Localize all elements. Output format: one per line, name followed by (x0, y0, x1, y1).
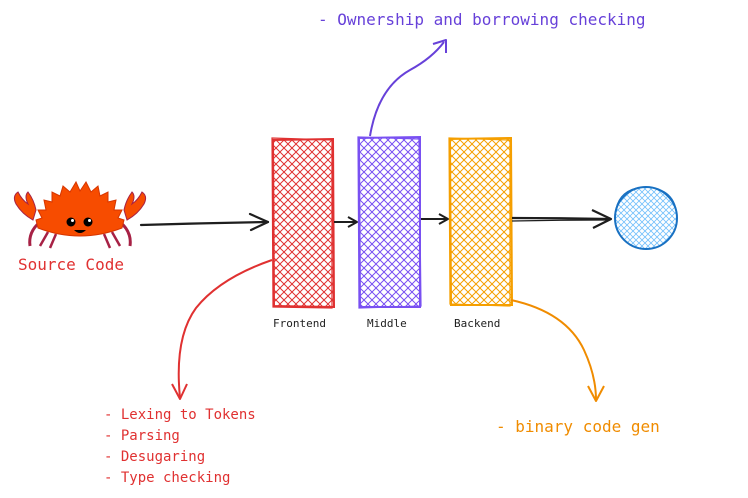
frontend-annotation-arrow (171, 259, 273, 400)
middle-to-backend-arrow (421, 213, 449, 225)
binary-code-gen-note: - binary code gen (496, 417, 660, 436)
frontend-to-middle-arrow (334, 216, 358, 228)
backend-block (448, 136, 514, 307)
source-code-label: Source Code (18, 255, 124, 274)
middle-label: Middle (367, 317, 407, 330)
frontend-label: Frontend (273, 317, 326, 330)
output-circle (614, 186, 678, 250)
backend-annotation-arrow (510, 299, 605, 402)
middle-block (357, 135, 422, 309)
ownership-borrowing-note: - Ownership and borrowing checking (318, 10, 646, 29)
source-to-frontend-arrow (139, 212, 270, 232)
middle-annotation-arrow (369, 39, 447, 137)
ferris-crab-icon (13, 180, 147, 249)
frontend-notes-list: - Lexing to Tokens - Parsing - Desugarin… (104, 405, 256, 489)
frontend-note-item: - Lexing to Tokens (104, 407, 256, 423)
frontend-note-item: - Desugaring (104, 449, 206, 465)
backend-label: Backend (454, 317, 501, 330)
frontend-block (271, 137, 336, 309)
backend-to-output-arrow (511, 209, 613, 229)
frontend-note-item: - Type checking (104, 470, 231, 486)
frontend-note-item: - Parsing (104, 428, 180, 444)
